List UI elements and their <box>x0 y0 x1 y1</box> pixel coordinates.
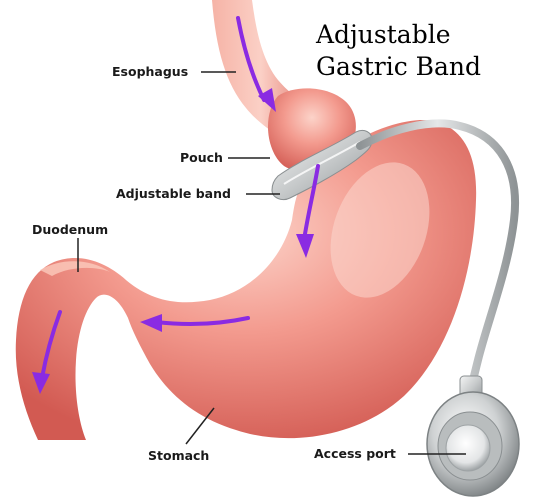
access-port-icon <box>427 376 519 496</box>
diagram-title-line1: Adjustable <box>316 20 451 50</box>
label-access-port: Access port <box>314 446 396 461</box>
label-adjustable-band: Adjustable band <box>116 186 231 201</box>
label-pouch: Pouch <box>180 150 223 165</box>
diagram-title-line2: Gastric Band <box>316 52 481 82</box>
label-esophagus: Esophagus <box>112 64 188 79</box>
label-stomach: Stomach <box>148 448 209 463</box>
label-duodenum: Duodenum <box>32 222 108 237</box>
